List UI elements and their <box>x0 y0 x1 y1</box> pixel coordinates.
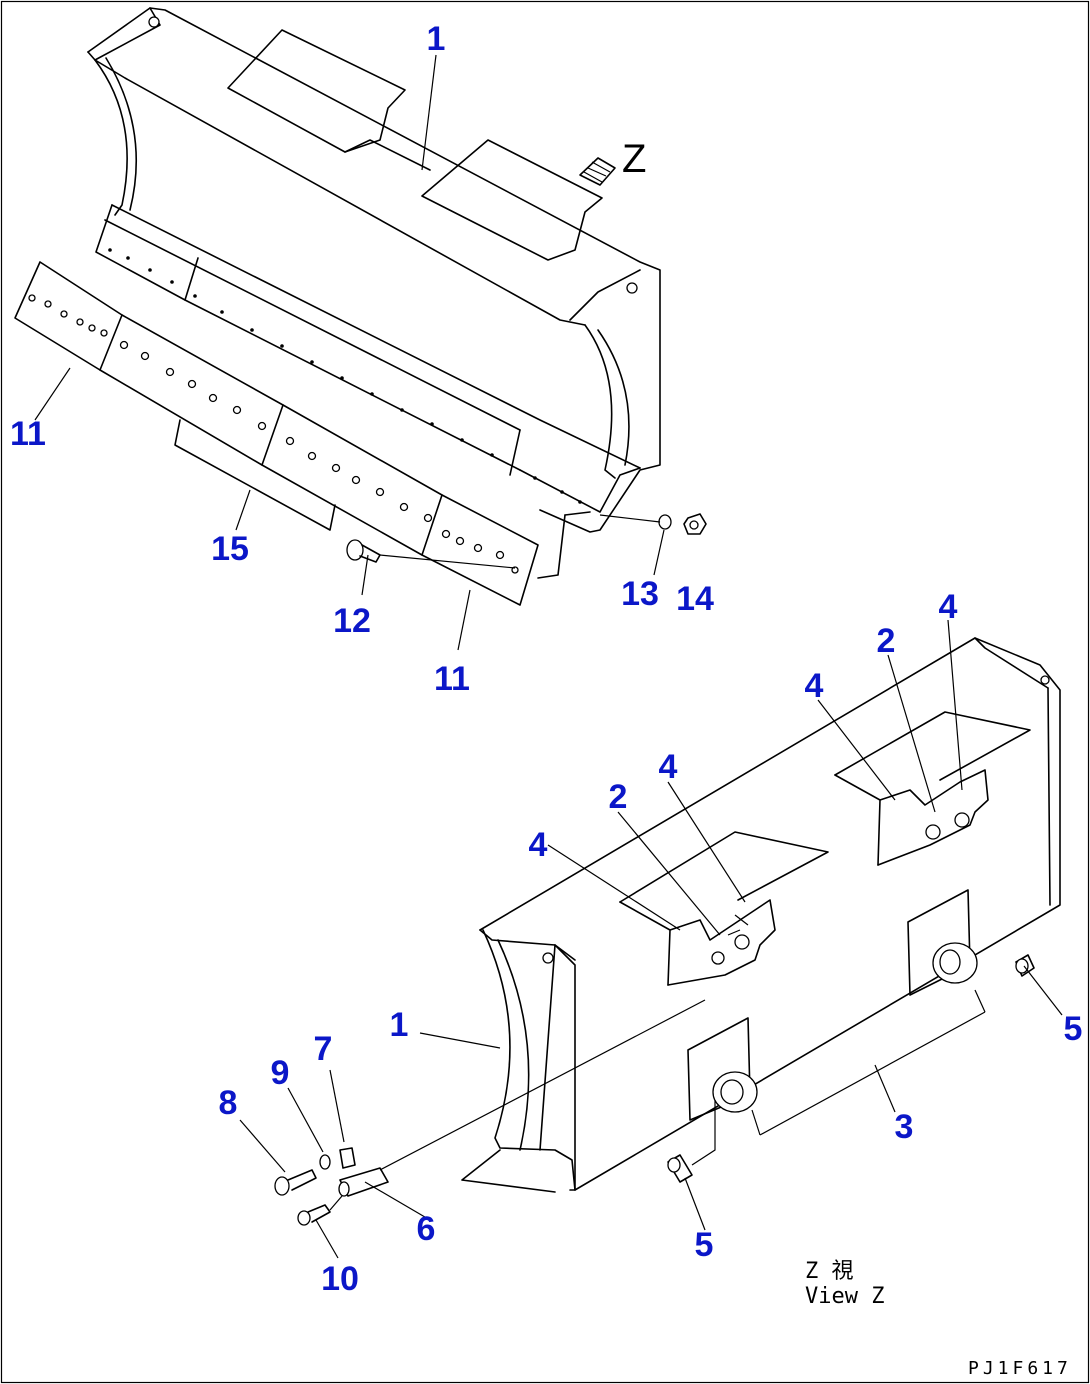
callout-5-bottom: 5 <box>695 1226 714 1264</box>
callout-15: 15 <box>211 530 249 568</box>
upper-edge-dots <box>108 248 582 504</box>
lower-bracket-right <box>907 889 978 996</box>
callout-4-mid-right: 4 <box>805 667 824 705</box>
bolt-10 <box>297 1204 331 1226</box>
bracket-2-left <box>619 899 776 986</box>
callout-numbers: 1 11 15 12 11 13 14 2 4 4 4 2 4 1 7 9 8 … <box>10 20 1082 1298</box>
blade-rear-view <box>274 637 1061 1226</box>
callout-1-top: 1 <box>427 20 446 58</box>
leader-lines <box>34 54 1063 1259</box>
callout-5-right: 5 <box>1064 1010 1083 1048</box>
bracket-2-right <box>834 769 989 866</box>
callout-11-left: 11 <box>10 415 46 453</box>
callout-6: 6 <box>417 1210 436 1248</box>
washer-9 <box>319 1154 331 1170</box>
bushing-5-right <box>1015 954 1035 977</box>
pin-assembly-6 <box>338 999 706 1197</box>
callout-3: 3 <box>895 1108 914 1146</box>
nut-14 <box>683 513 707 535</box>
callout-9: 9 <box>271 1054 290 1092</box>
view-label-jp: Z 視 <box>805 1259 854 1284</box>
callout-4-mid: 4 <box>659 748 678 786</box>
callout-10: 10 <box>321 1260 359 1298</box>
view-label-en: View Z <box>805 1284 884 1309</box>
callout-4-left: 4 <box>529 826 548 864</box>
callout-11-bottom: 11 <box>434 660 470 698</box>
callout-8: 8 <box>219 1084 238 1122</box>
bolt-8 <box>274 1169 317 1196</box>
callout-2-right: 2 <box>877 622 896 660</box>
callout-13: 13 <box>621 575 659 613</box>
view-z-arrow: Z <box>579 137 646 186</box>
callout-12: 12 <box>333 602 371 640</box>
cutting-edge-holes <box>28 294 519 574</box>
callout-1-bottom: 1 <box>390 1006 409 1044</box>
blade-front-view <box>14 7 707 606</box>
diagram-code: PJ1F617 <box>968 1358 1072 1379</box>
callout-2-mid: 2 <box>609 778 628 816</box>
bushing-5-bottom <box>667 1154 693 1183</box>
bolt-12 <box>346 539 516 569</box>
callout-14: 14 <box>676 580 714 618</box>
lower-bracket-left <box>687 1017 758 1121</box>
callout-4-far-right: 4 <box>939 588 958 626</box>
washer-13 <box>658 514 672 530</box>
direction-marker: Z <box>622 137 646 181</box>
callout-7: 7 <box>314 1030 333 1068</box>
